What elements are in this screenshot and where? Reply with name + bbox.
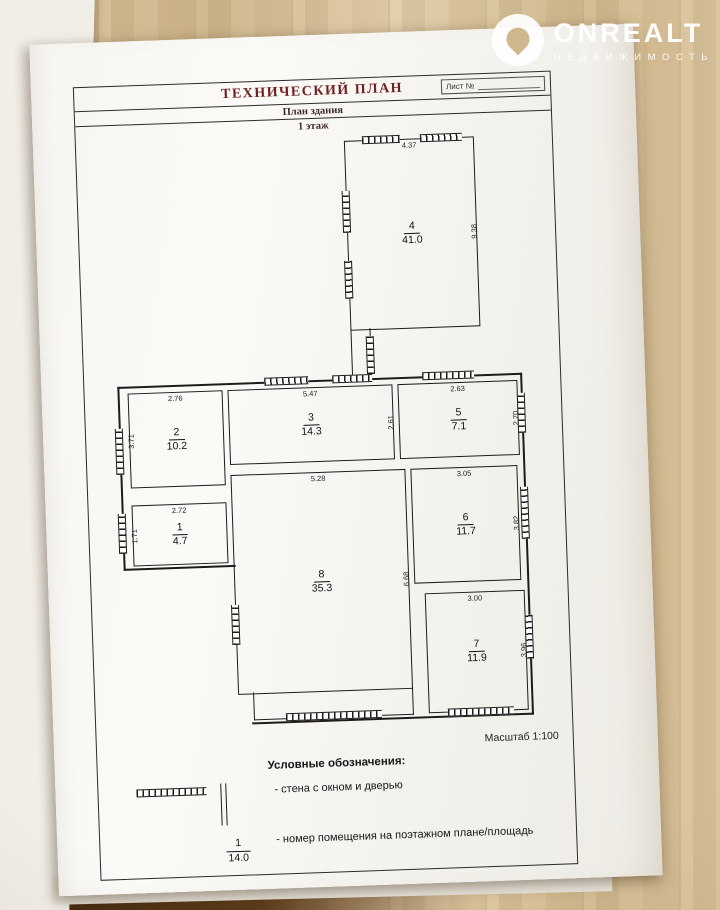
dimension-label: 6.68 <box>401 571 412 587</box>
room-4: 4.37 9.38 4 41.0 <box>343 136 481 331</box>
window-marker <box>117 513 128 554</box>
room-1: 2.72 1.71 1 4.7 <box>129 502 229 567</box>
wall-with-window-symbol <box>124 782 275 829</box>
legend-item-wall: - стена с окном и дверью <box>124 772 549 829</box>
room-number-area-label: 6 11.7 <box>456 510 477 538</box>
onrealt-watermark: ONREALT НЕДВИЖИМОСТЬ <box>491 14 714 66</box>
window-marker <box>136 787 207 798</box>
window-marker <box>332 374 373 384</box>
sheet-number-box: Лист № <box>440 75 546 95</box>
dimension-label: 5.28 <box>310 473 326 484</box>
dimension-label: 9.38 <box>469 223 480 239</box>
dimension-label: 2.61 <box>386 414 396 430</box>
dimension-label: 3.00 <box>467 593 483 603</box>
paper-sheet: ТЕХНИЧЕСКИЙ ПЛАН Лист № План здания 1 эт… <box>29 23 663 897</box>
number-over-area-fraction: 1 14.0 <box>226 836 251 866</box>
window-marker <box>516 392 527 433</box>
legend-item-text: - номер помещения на поэтажном плане/пло… <box>275 824 534 846</box>
wall-line <box>220 783 228 826</box>
room-number-area-label: 7 11.9 <box>466 637 488 665</box>
logo-text: ONREALT НЕДВИЖИМОСТЬ <box>553 14 714 64</box>
wall-symbol-figure <box>124 782 265 829</box>
window-marker <box>114 428 125 476</box>
document-frame: ТЕХНИЧЕСКИЙ ПЛАН Лист № План здания 1 эт… <box>72 70 579 881</box>
document-title: ТЕХНИЧЕСКИЙ ПЛАН <box>220 80 404 102</box>
room-number-symbol: 1 14.0 <box>126 832 277 869</box>
room-number-area-label: 3 14.3 <box>301 410 322 438</box>
dimension-label: 3.82 <box>511 515 522 531</box>
window-marker <box>230 604 241 646</box>
room-2: 2.76 3.71 2 10.2 <box>126 390 226 489</box>
room-3: 5.47 2.61 3 14.3 <box>227 384 396 466</box>
room-number-area-label: 4 41.0 <box>401 219 423 247</box>
room-6: 3.05 3.82 6 11.7 <box>410 465 521 584</box>
room-5: 2.63 2.70 5 7.1 <box>397 379 521 460</box>
floor-plan-canvas: 4.37 9.38 4 41.0 2.76 3.71 2 10.2 <box>76 126 573 742</box>
legend-item-text: - стена с окном и дверью <box>274 779 403 796</box>
window-marker <box>365 335 376 375</box>
room-number-area-label: 2 10.2 <box>166 425 188 453</box>
room-number-area-label: 1 4.7 <box>171 520 188 548</box>
sheet-number-label: Лист № <box>445 81 475 92</box>
window-marker <box>520 486 530 539</box>
window-marker <box>421 370 475 381</box>
room-number-area-label: 5 7.1 <box>450 405 467 433</box>
sheet-number-blank-line <box>478 79 541 90</box>
logo-tagline-text: НЕДВИЖИМОСТЬ <box>553 52 714 63</box>
legend: Условные обозначения: - стена с окном и … <box>98 749 577 870</box>
window-marker <box>264 376 309 386</box>
drop-shape <box>501 22 534 56</box>
legend-heading: Условные обозначения: <box>267 755 406 772</box>
legend-item-room-number: 1 14.0 - номер помещения на поэтажном пл… <box>126 822 551 869</box>
drop-pin-icon <box>491 14 544 66</box>
room-number-area-label: 8 35.3 <box>311 568 333 595</box>
room-8: 5.28 6.68 8 35.3 <box>230 468 414 695</box>
dimension-label: 2.76 <box>167 393 183 404</box>
dimension-label: 5.47 <box>302 388 318 399</box>
dimension-label: 3.05 <box>456 468 472 479</box>
dimension-label: 1.71 <box>129 528 140 544</box>
room-7: 3.00 3.96 7 11.9 <box>424 589 529 714</box>
dimension-label: 2.63 <box>450 383 466 394</box>
window-marker <box>341 190 352 233</box>
window-marker <box>419 132 462 143</box>
window-marker <box>524 614 535 659</box>
logo-brand-text: ONREALT <box>553 18 704 48</box>
window-marker <box>344 260 354 299</box>
window-marker <box>361 134 400 145</box>
dimension-label: 2.72 <box>171 505 187 516</box>
dimension-label: 3.71 <box>126 433 137 449</box>
